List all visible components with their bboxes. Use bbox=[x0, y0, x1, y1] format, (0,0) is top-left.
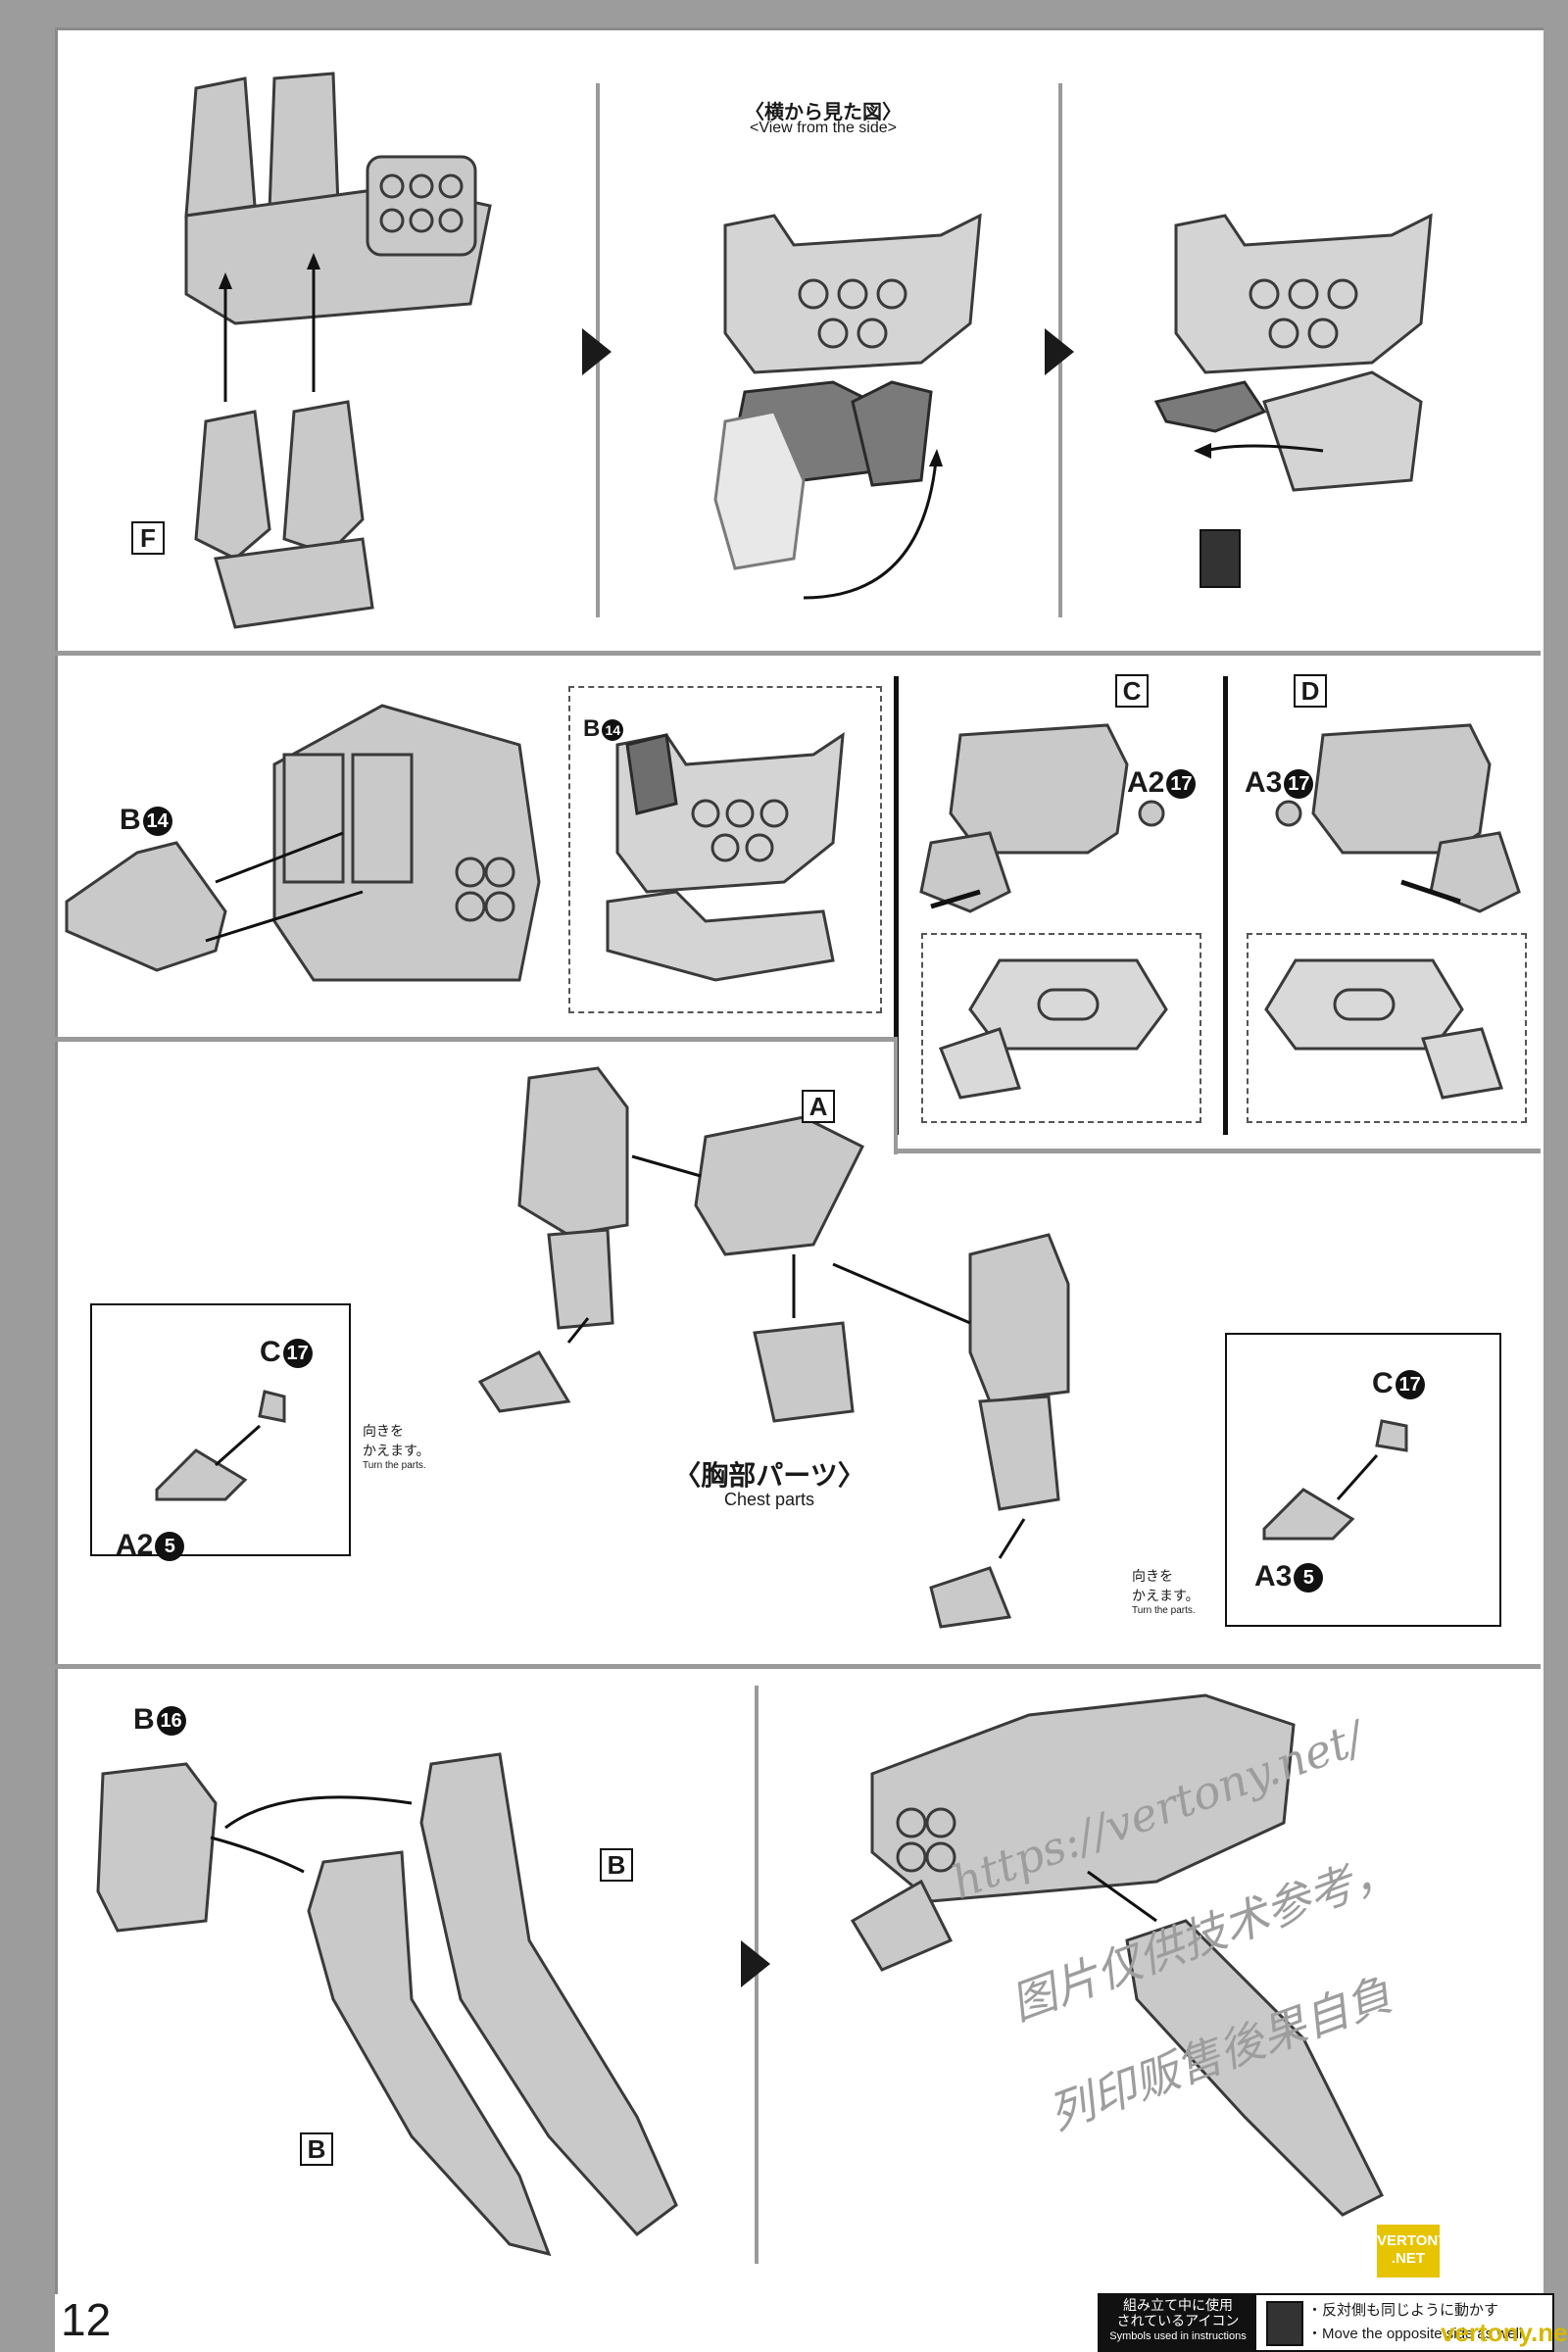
row2-divider-dark-1 bbox=[894, 676, 899, 1135]
page-right-edge bbox=[1541, 0, 1568, 2352]
detail-left-illustration bbox=[155, 1390, 286, 1501]
inset-d-illustration bbox=[1264, 958, 1503, 1100]
detail-right-illustration bbox=[1262, 1419, 1408, 1541]
icon-legend: 組み立て中に使用 されているアイコン Symbols used in instr… bbox=[1098, 2293, 1554, 2352]
page-top-edge bbox=[0, 0, 1568, 27]
part-label-f: F bbox=[131, 521, 165, 555]
turn-note-left: 向きをかえます。 Turn the parts. bbox=[363, 1423, 430, 1471]
chest-parts-en: Chest parts bbox=[723, 1490, 815, 1509]
opposite-side-icon bbox=[1266, 2301, 1303, 2346]
row-divider-2-step bbox=[894, 1037, 898, 1154]
side-view-title-en: <View from the side> bbox=[749, 120, 897, 136]
step-arrow-icon bbox=[1045, 328, 1074, 375]
row-divider-2b bbox=[894, 1149, 1541, 1153]
row-divider-3 bbox=[55, 1664, 1541, 1669]
inset-c bbox=[921, 933, 1201, 1123]
part-label-b-top: B bbox=[600, 1848, 633, 1882]
part-label-a: A bbox=[802, 1090, 835, 1123]
inset-c-illustration bbox=[939, 958, 1168, 1100]
inset-illustration bbox=[606, 732, 845, 982]
arm-assembly-illustration bbox=[477, 1066, 1070, 1629]
shoulder-c-illustration bbox=[919, 723, 1165, 913]
watermark-bottom: vertony.net bbox=[1441, 2318, 1568, 2347]
swing-view-illustration bbox=[1153, 213, 1433, 492]
part-label-d: D bbox=[1294, 674, 1327, 708]
chest-parts-jp: 〈胸部パーツ〉 bbox=[673, 1460, 865, 1491]
legend-title: 組み立て中に使用 されているアイコン Symbols used in instr… bbox=[1100, 2295, 1256, 2350]
page-left-edge bbox=[0, 0, 55, 2352]
backpack-rear-illustration bbox=[65, 704, 541, 982]
step-arrow-icon bbox=[582, 328, 612, 375]
legend-desc-jp: ・反対側も同じように動かす bbox=[1307, 2302, 1499, 2319]
backpack-assembly-illustration bbox=[184, 72, 492, 629]
row-divider-1 bbox=[55, 651, 1541, 656]
opposite-side-icon bbox=[1200, 529, 1241, 588]
inset-b14 bbox=[568, 686, 882, 1013]
step-arrow-icon bbox=[741, 1940, 770, 1987]
detail-box-right bbox=[1225, 1333, 1501, 1627]
shoulder-d-illustration bbox=[1275, 723, 1521, 913]
detail-box-left bbox=[90, 1303, 351, 1556]
side-view-title-jp: 〈横から見た図〉 bbox=[745, 102, 902, 123]
legend-desc-en: ・Move the opposite side as well. bbox=[1307, 2326, 1527, 2342]
inset-d bbox=[1247, 933, 1527, 1123]
side-view-illustration bbox=[713, 213, 982, 600]
row-divider-2a bbox=[55, 1037, 898, 1042]
turn-note-right: 向きをかえます。 Turn the parts. bbox=[1132, 1568, 1200, 1616]
part-label-c: C bbox=[1115, 674, 1149, 708]
row2-divider-dark-2 bbox=[1223, 676, 1228, 1135]
part-label-b-bottom: B bbox=[300, 2132, 333, 2166]
vertony-badge-logo: VERTONY.NET bbox=[1377, 2225, 1447, 2278]
thruster-wings-illustration bbox=[96, 1752, 678, 2257]
page-number: 12 bbox=[61, 2294, 112, 2345]
backpack-complete-illustration bbox=[850, 1693, 1385, 2217]
